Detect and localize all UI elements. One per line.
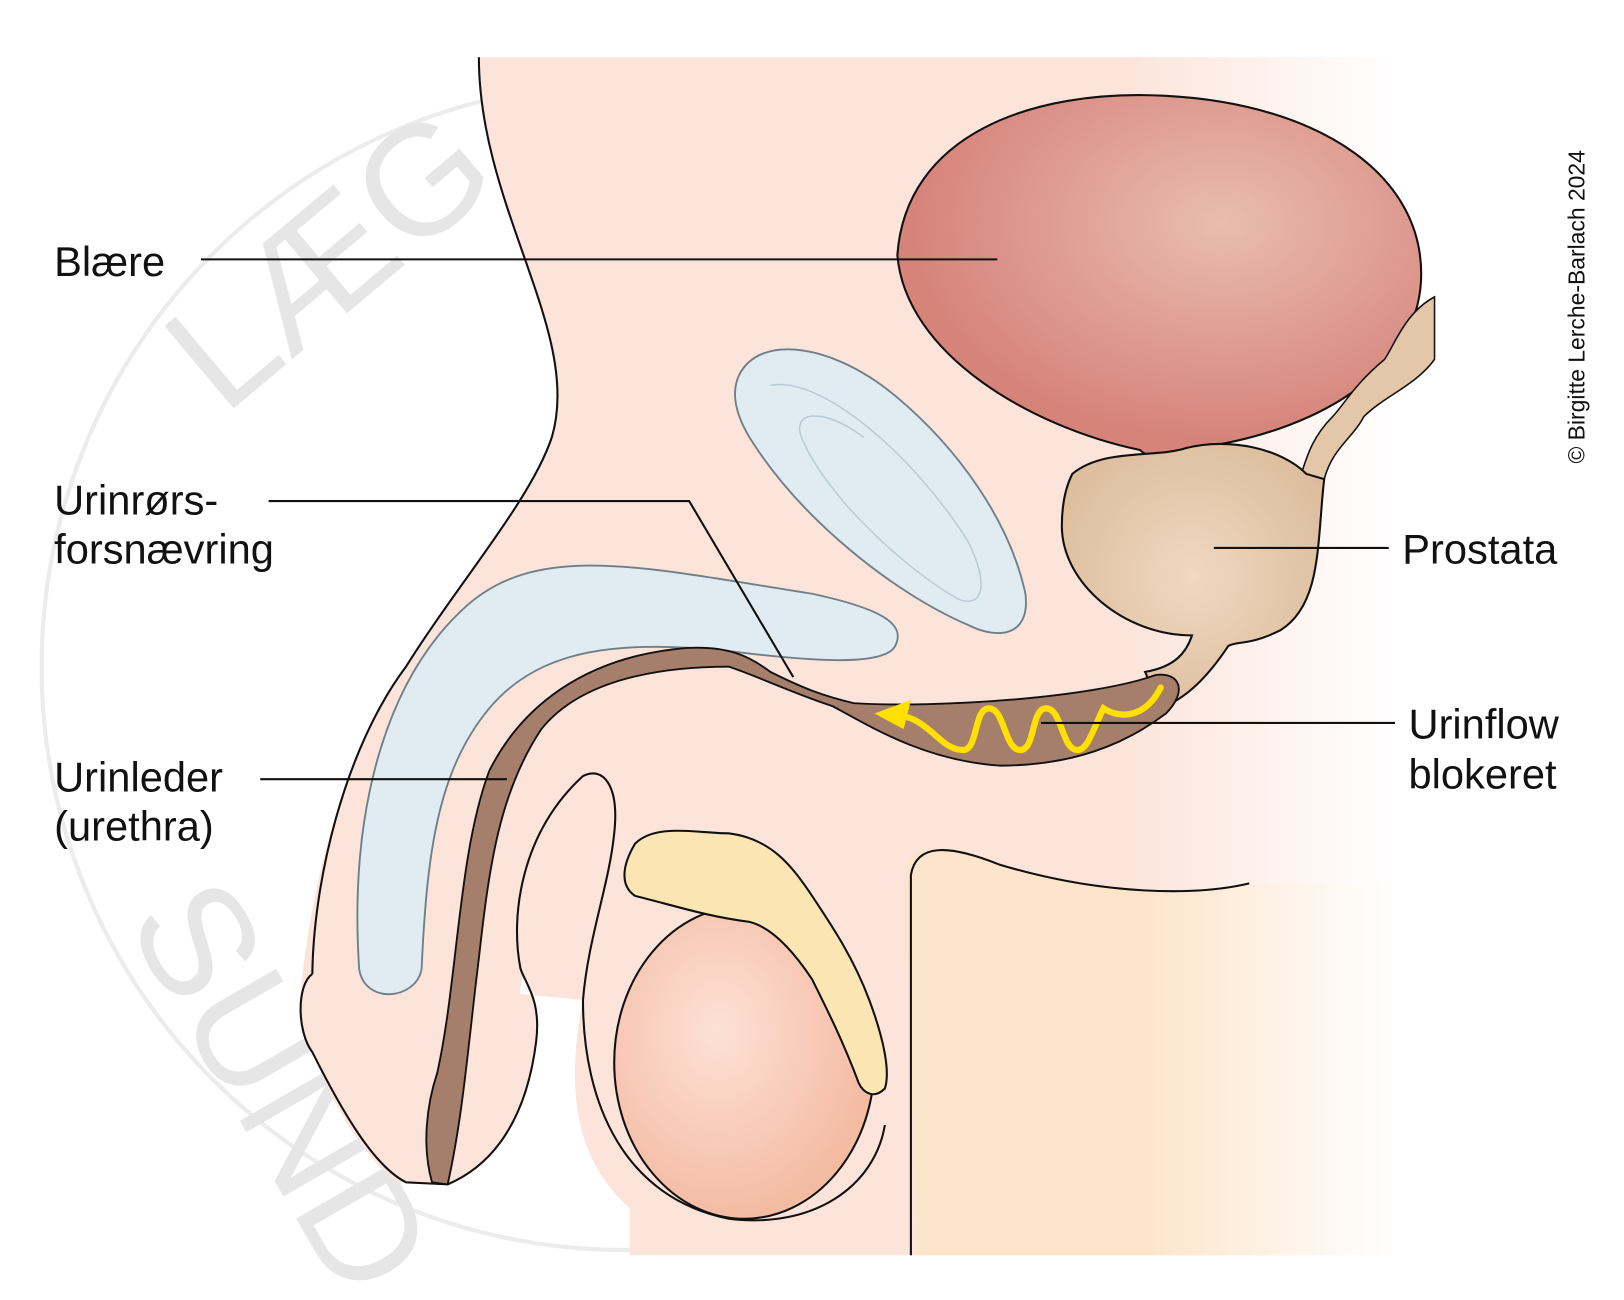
- label-urethra-2: (urethra): [54, 803, 214, 850]
- blocked-flow-arrow: [874, 684, 1164, 754]
- label-prostate: Prostata: [1402, 526, 1558, 573]
- seminal-vesicle: [1300, 295, 1436, 481]
- urethra: [425, 646, 1180, 1186]
- penis: [299, 772, 617, 1186]
- label-stricture-2: forsnævring: [54, 526, 274, 573]
- corpus-cavernosum: [356, 564, 899, 996]
- label-bladder: Blære: [54, 238, 165, 285]
- label-stricture-1: Urinrørs-: [54, 477, 218, 524]
- label-urethra-1: Urinleder: [54, 754, 223, 801]
- copyright: © Birgitte Lerche-Barlach 2024: [1563, 150, 1589, 464]
- epididymis: [623, 829, 888, 1096]
- pubic-bone: [734, 348, 1027, 634]
- label-blocked-2: blokeret: [1409, 751, 1558, 798]
- leader-lines: [200, 258, 1395, 781]
- prostate: [1060, 442, 1326, 710]
- label-blocked-1: Urinflow: [1409, 701, 1560, 748]
